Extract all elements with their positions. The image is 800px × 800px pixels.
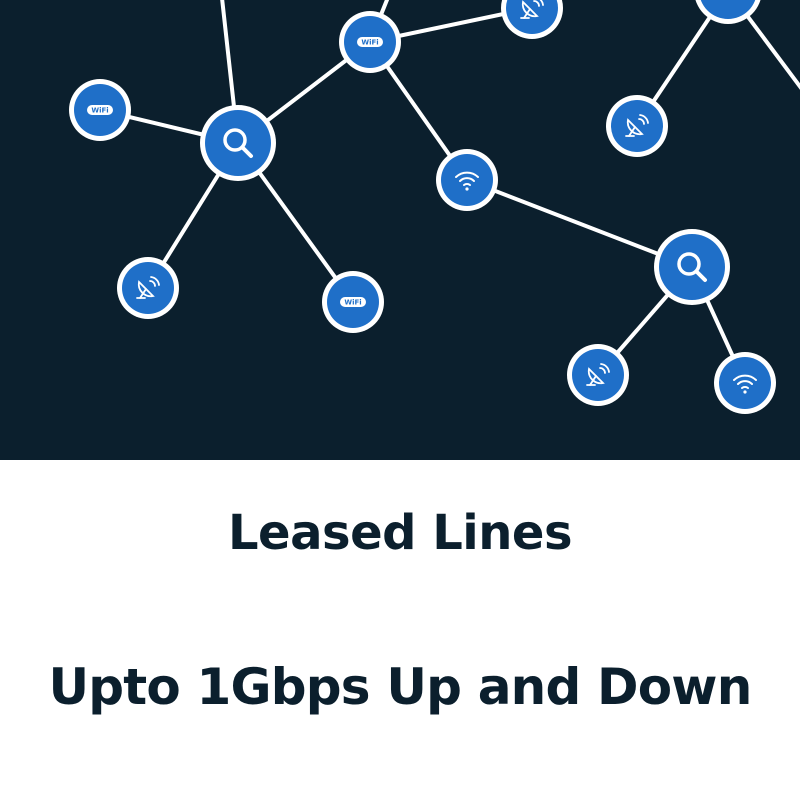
- network-node: [695, 0, 761, 24]
- satellite-node: [567, 344, 629, 406]
- network-link: [465, 178, 694, 269]
- wifi-signal-node: [436, 149, 498, 211]
- network-illustration: WiFi: [0, 0, 800, 460]
- satellite-node: [501, 0, 563, 39]
- search-hub-node: [200, 105, 276, 181]
- hero-background: [0, 0, 800, 460]
- wifi-tag-node: WiFi: [322, 271, 384, 333]
- satellite-node: [606, 95, 668, 157]
- network-nodes: WiFi WiFi WiFi: [69, 0, 776, 414]
- search-hub-node: [654, 229, 730, 305]
- satellite-node: [117, 257, 179, 319]
- wifi-tag-node: WiFi: [339, 11, 401, 73]
- wifi-tag-icon: WiFi: [344, 299, 361, 307]
- network-graphic: WiFi: [0, 0, 800, 460]
- speed-tagline: Upto 1Gbps Up and Down: [48, 658, 752, 716]
- wifi-signal-node: [714, 352, 776, 414]
- page-title: Leased Lines: [227, 505, 573, 561]
- wifi-tag-icon: WiFi: [361, 39, 378, 47]
- wifi-tag-icon: WiFi: [91, 107, 108, 115]
- wifi-tag-node: WiFi: [69, 79, 131, 141]
